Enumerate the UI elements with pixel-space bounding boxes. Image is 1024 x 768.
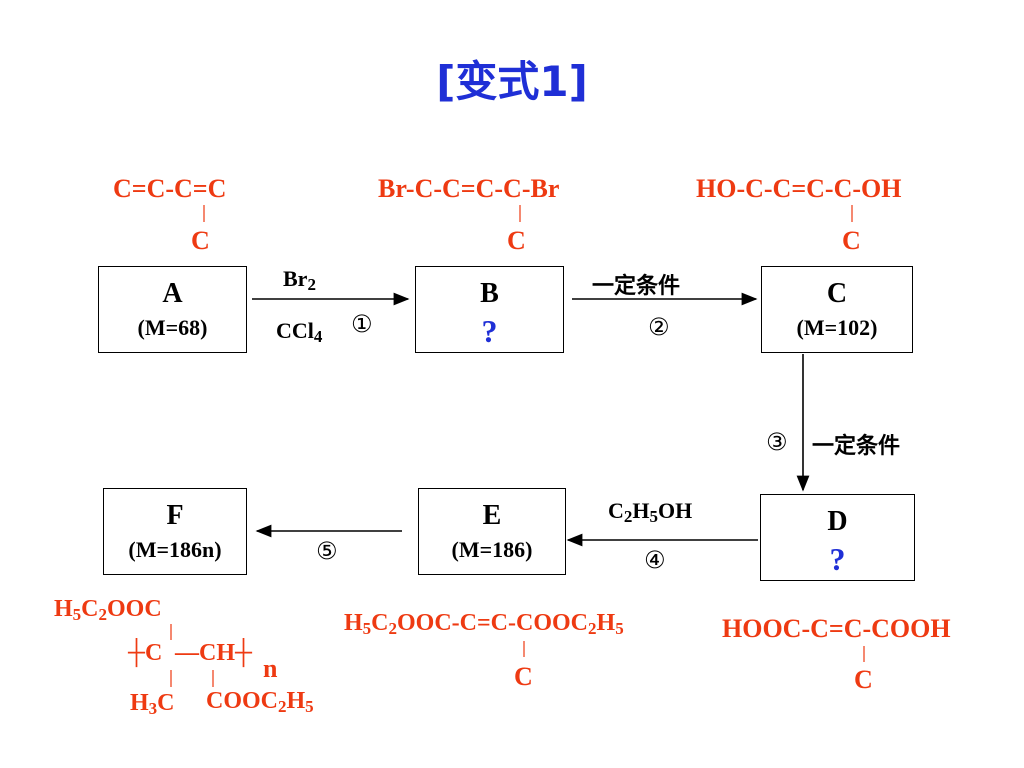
- page-title: [变式1]: [436, 57, 588, 106]
- box-e-letter: E: [482, 500, 502, 531]
- structure-f-repeat-left: ┼C: [128, 640, 163, 666]
- box-b-letter: B: [480, 278, 499, 309]
- step4-reagent: C2H5OH: [608, 498, 693, 526]
- structure-b-branch: C: [507, 226, 526, 255]
- structure-b-main: Br-C-C=C-C-Br: [378, 174, 560, 203]
- step2-condition: 一定条件: [592, 274, 681, 299]
- compound-box-c: C (M=102): [761, 266, 913, 353]
- box-f-mass: (M=186n): [128, 537, 222, 562]
- compound-box-f: F (M=186n): [103, 488, 247, 575]
- structure-a-main: C=C-C=C: [113, 174, 227, 203]
- structure-e-main: H5C2OOC-C=C-COOC2H5: [344, 610, 624, 638]
- compound-box-d: D ?: [760, 494, 915, 581]
- step3-condition: 一定条件: [812, 434, 901, 459]
- box-a-mass: (M=68): [137, 315, 208, 340]
- structure-f-ester-bottom: COOC2H5: [206, 688, 314, 716]
- step1-reagent-bottom: CCl4: [276, 318, 323, 346]
- box-d-letter: D: [827, 506, 848, 537]
- box-c-letter: C: [826, 278, 848, 309]
- compound-box-a: A (M=68): [98, 266, 247, 353]
- structure-f-n: n: [263, 654, 278, 683]
- structure-f-ester-top: H5C2OOC: [54, 596, 162, 624]
- structure-a-branch: C: [191, 226, 210, 255]
- structure-f-repeat-mid: —CH┼: [175, 640, 253, 666]
- box-e-mass: (M=186): [451, 537, 533, 562]
- box-a-letter: A: [162, 278, 183, 309]
- box-f-letter: F: [166, 500, 184, 531]
- structure-f-methyl: H3C: [130, 690, 175, 718]
- step3-number: ③: [766, 428, 788, 456]
- step1-reagent-top: Br2: [283, 266, 316, 294]
- structure-c-branch: C: [842, 226, 861, 255]
- box-d-question: ?: [829, 541, 846, 577]
- compound-box-e: E (M=186): [418, 488, 566, 575]
- box-b-question: ?: [481, 313, 498, 349]
- step1-number: ①: [351, 310, 373, 338]
- step4-number: ④: [644, 546, 666, 574]
- structure-c-main: HO-C-C=C-C-OH: [696, 174, 902, 203]
- step2-number: ②: [648, 313, 670, 341]
- branch-bonds: [170, 205, 865, 687]
- box-c-mass: (M=102): [796, 315, 878, 340]
- structure-d-main: HOOC-C=C-COOH: [722, 614, 951, 643]
- compound-box-b: B ?: [415, 266, 564, 353]
- structure-e-branch: C: [514, 662, 533, 691]
- structure-d-branch: C: [854, 665, 873, 694]
- step5-number: ⑤: [316, 537, 338, 565]
